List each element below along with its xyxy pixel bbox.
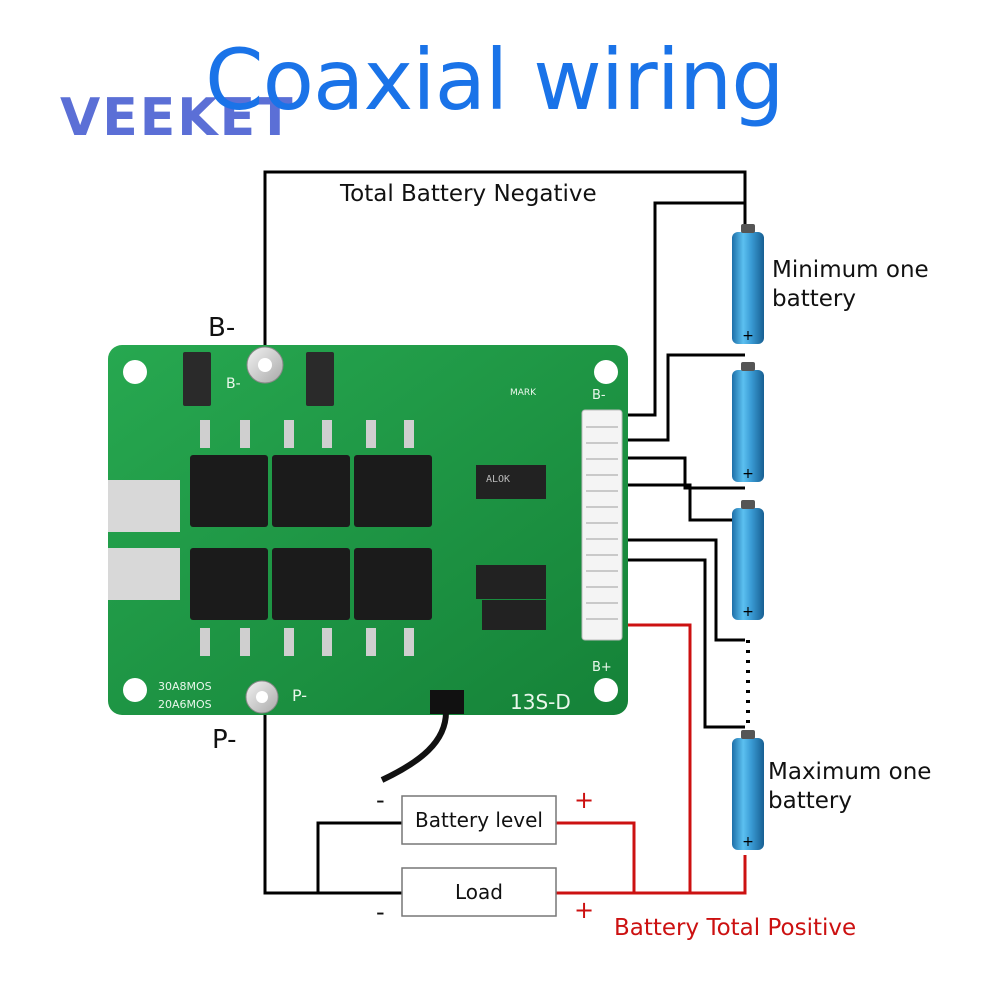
board-silk-20a: 20A6MOS — [158, 698, 212, 711]
total-positive-wire — [556, 855, 747, 895]
min-battery-label: Minimum one battery — [772, 256, 929, 314]
mosfet-icon — [190, 455, 432, 620]
max-battery-label-line1: Maximum one — [768, 759, 932, 785]
board-b-minus-pad-text: B- — [226, 376, 241, 392]
balance-wire-1 — [622, 201, 745, 417]
max-battery-label-line2: battery — [768, 787, 852, 814]
balance-wire-3 — [622, 456, 745, 490]
board-p-minus-pad-text: P- — [292, 686, 308, 705]
total-negative-label: Total Battery Negative — [340, 181, 597, 207]
connector-plus-wire — [622, 623, 692, 893]
battery-cell-icon: + — [732, 730, 764, 850]
battery-cell-icon: + — [732, 224, 764, 344]
connector-icon — [581, 409, 623, 641]
battery-level-minus-wire — [316, 821, 402, 893]
battery-level-plus-sign: + — [574, 786, 595, 814]
svg-text:+: + — [742, 604, 754, 620]
min-battery-label-line2: battery — [772, 285, 856, 312]
min-battery-label-line1: Minimum one — [772, 257, 929, 283]
p-minus-wire — [263, 712, 402, 895]
p-minus-label: P- — [212, 725, 237, 755]
svg-text:+: + — [742, 466, 754, 482]
positive-wires — [556, 623, 747, 895]
board-mark-text: MARK — [510, 388, 537, 398]
balance-wire-4 — [622, 483, 745, 522]
load-plus-sign: + — [574, 896, 595, 924]
total-positive-label: Battery Total Positive — [614, 915, 857, 941]
battery-level-label: Battery level — [415, 808, 543, 832]
svg-text:+: + — [742, 834, 754, 850]
brand-logo: VEEKET — [60, 88, 295, 148]
board-model-text: 13S-D — [510, 690, 571, 714]
load-minus-sign: - — [376, 898, 385, 926]
connector-b-minus-text: B- — [592, 388, 606, 403]
battery-cell-icon: + — [732, 500, 764, 620]
device-boxes — [401, 795, 557, 917]
connector-b-plus-text: B+ — [592, 660, 612, 675]
max-battery-label: Maximum one battery — [768, 758, 931, 816]
battery-level-box — [401, 795, 557, 845]
battery-level-minus-sign: - — [376, 786, 385, 814]
svg-text:+: + — [742, 328, 754, 344]
battery-cell-icon: + — [732, 362, 764, 482]
balance-wire-2 — [622, 353, 745, 442]
page-title: Coaxial wiring — [205, 31, 785, 129]
load-box — [401, 867, 557, 917]
pcb-board-icon — [108, 345, 628, 783]
battery-level-plus-wire — [556, 821, 636, 893]
negative-wires — [263, 170, 747, 895]
balance-wire-5 — [622, 538, 745, 642]
balance-wire-6 — [622, 558, 745, 729]
battery-stack: + + + + — [732, 224, 764, 850]
temp-sensor-cable — [380, 711, 449, 783]
board-chip-text: ALOK — [486, 474, 511, 485]
b-minus-label: B- — [208, 313, 236, 343]
board-silk-30a: 30A8MOS — [158, 680, 212, 693]
load-label: Load — [455, 880, 503, 904]
